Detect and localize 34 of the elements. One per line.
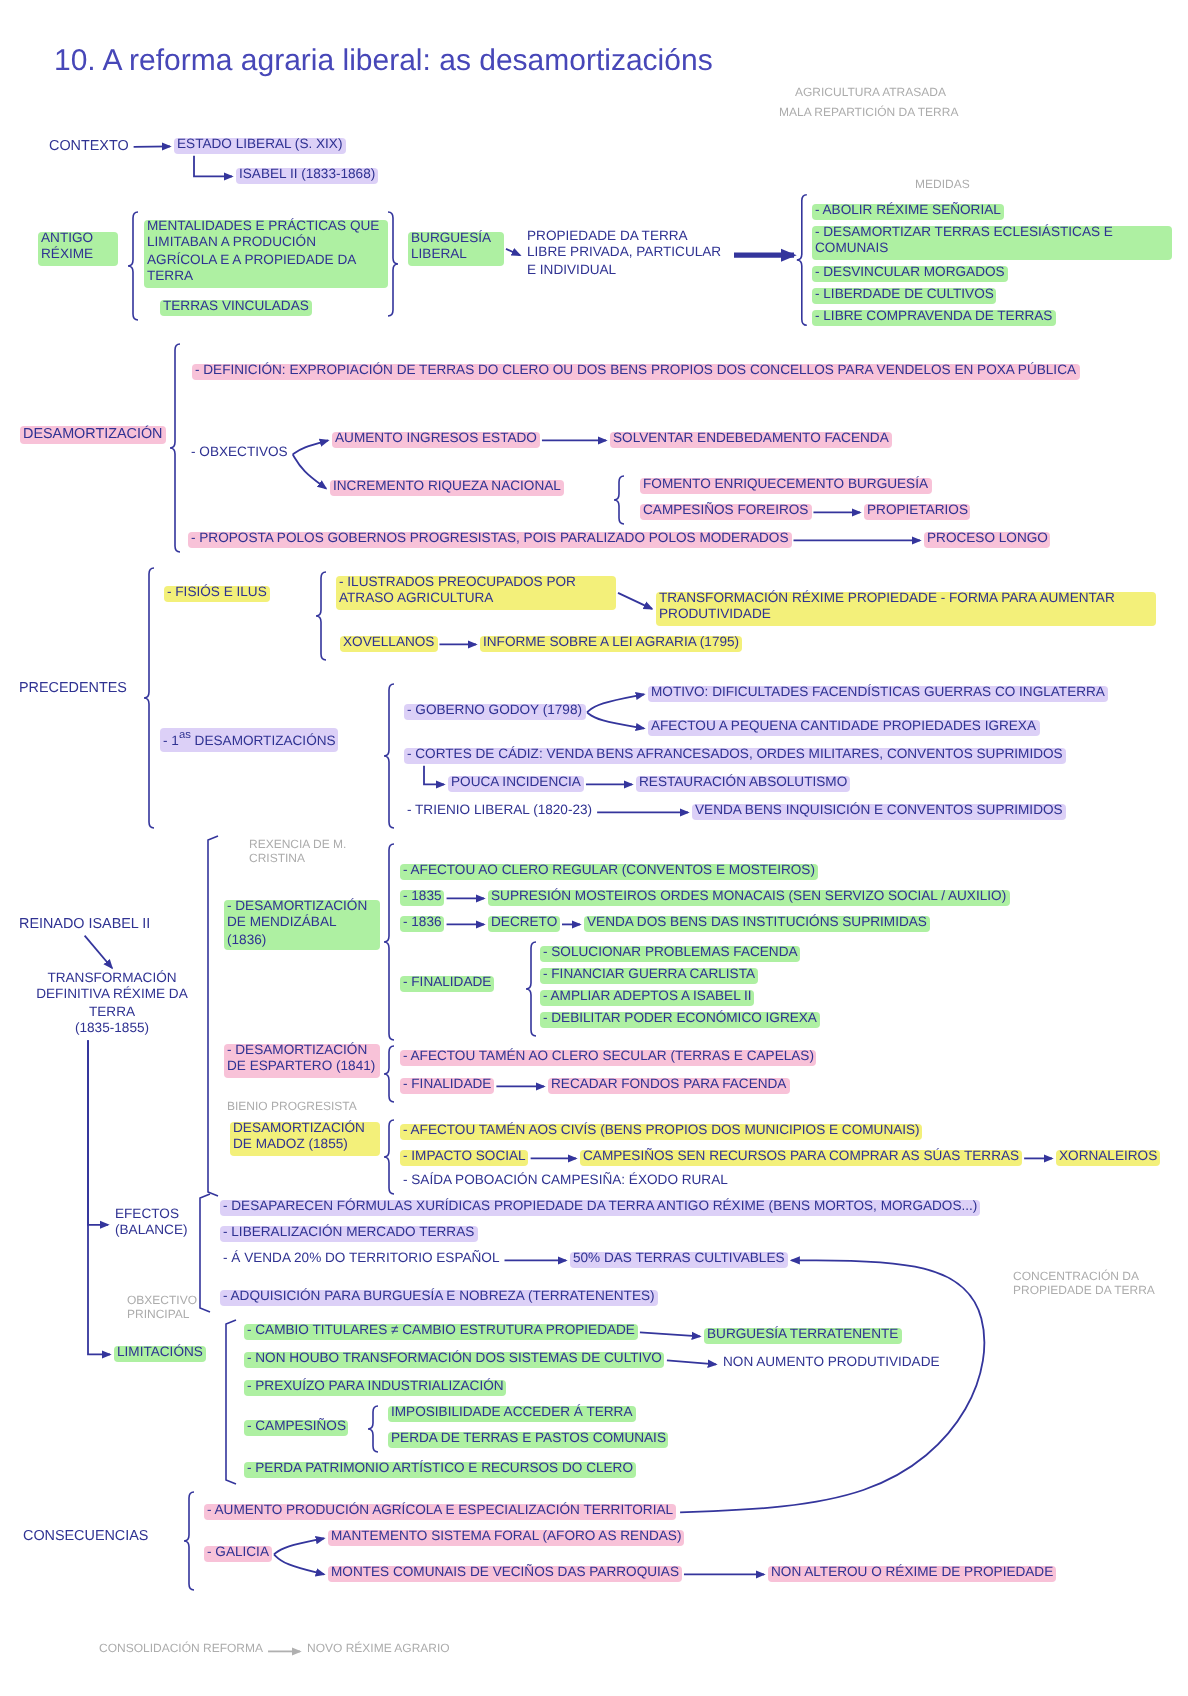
arrow: [586, 691, 646, 714]
arrow: [666, 1359, 718, 1368]
curly-brace: [796, 194, 806, 326]
arrow: [291, 438, 330, 456]
arrow: [132, 142, 172, 151]
arrow: [683, 1570, 766, 1579]
arrow: [585, 780, 634, 789]
arrow: [423, 764, 446, 789]
arrow: [679, 1256, 986, 1514]
arrow: [812, 508, 862, 517]
arrow: [495, 1082, 546, 1091]
arrow: [561, 920, 582, 929]
arrow: [87, 1039, 112, 1359]
arrow: [617, 591, 654, 610]
title: 10. A reforma agraria liberal: as desamortizacións: [54, 44, 713, 80]
arrow: [83, 934, 114, 970]
arrow: [267, 1647, 302, 1656]
arrow: [445, 894, 486, 903]
arrow: [529, 1154, 578, 1163]
arrow: [445, 920, 486, 929]
arrow: [273, 1553, 326, 1577]
arrow: [505, 247, 522, 257]
arrow: [639, 1331, 702, 1340]
arrow: [541, 436, 608, 445]
arrow: [438, 640, 478, 649]
arrow: [503, 1256, 568, 1265]
arrow: [586, 711, 646, 732]
arrow: [596, 808, 690, 817]
arrow: [273, 1535, 326, 1556]
arrow: [193, 154, 234, 181]
arrow: [792, 536, 922, 545]
arrow: [291, 453, 328, 490]
arrow: [1023, 1154, 1054, 1163]
arrow: [734, 248, 797, 262]
